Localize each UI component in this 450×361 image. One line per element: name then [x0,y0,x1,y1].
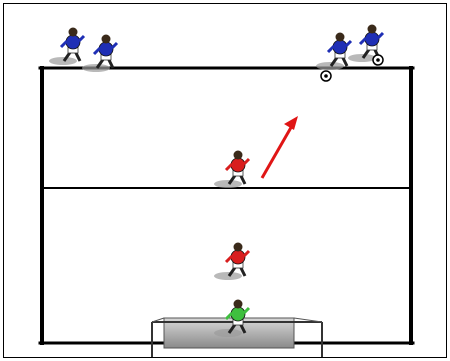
player-head [234,300,243,309]
pitch-lines [40,68,413,343]
player-torso [333,40,347,54]
player-head [368,25,377,34]
player-arm [112,43,117,48]
player-torso [231,307,245,321]
attacker-player [49,28,84,66]
player-shadow [214,329,242,337]
player-head [234,151,243,160]
player-head [234,243,243,252]
arrow-head [284,116,298,130]
movement-arrow [262,116,298,178]
player-shadow [348,54,376,62]
player-torso [66,35,80,49]
player-arm [94,48,100,54]
attacker-player [316,33,351,71]
player-arm [61,41,67,47]
defender-player [214,151,249,189]
player-torso [99,42,113,56]
player-arm [346,41,351,46]
player-arm [378,33,383,38]
player-shadow [49,57,77,65]
attacker-player [82,35,117,73]
player-torso [231,158,245,172]
player-arm [226,256,232,262]
player-torso [231,250,245,264]
player-arm [360,38,366,44]
ball-panel [376,58,380,62]
player-shadow [214,180,242,188]
arrow-shaft [262,124,293,178]
player-head [336,33,345,42]
player-arm [244,308,249,313]
player-arm [328,46,334,52]
player-shadow [82,64,110,72]
ball [373,55,383,65]
player-shadow [316,62,344,70]
defender-player [214,243,249,281]
player-arm [244,251,249,256]
ball [321,71,331,81]
player-shadow [214,272,242,280]
player-arm [244,159,249,164]
player-head [102,35,111,44]
ball-panel [324,74,328,78]
player-arm [79,36,84,41]
player-arm [226,164,232,170]
players [49,25,383,338]
player-torso [365,32,379,46]
player-head [69,28,78,37]
